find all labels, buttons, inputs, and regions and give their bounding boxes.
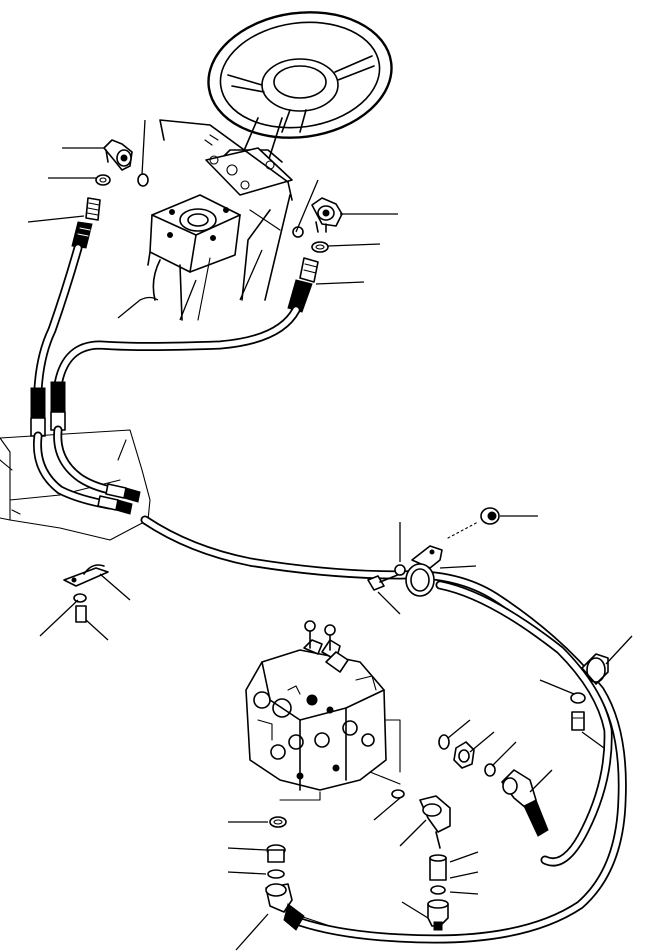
elbow-fitting-bottom (419, 795, 451, 849)
elbow-fitting-top-right (311, 197, 343, 233)
washer-lower-left (73, 593, 87, 603)
hose-to-control-valve (140, 515, 627, 944)
frame-section (0, 429, 151, 541)
hose-end-top-right (287, 257, 319, 313)
bolt-right (571, 711, 585, 731)
hose-right (53, 305, 301, 390)
elbow-fitting-top-left (103, 139, 133, 171)
o-ring-valve-right-2 (484, 763, 496, 777)
elbow-fitting-valve-right (501, 769, 549, 837)
cap-bottom-right (427, 899, 449, 931)
control-valve (245, 620, 387, 791)
hose-second-line (435, 580, 613, 867)
o-ring-top-right (311, 241, 329, 253)
valve-leaders (279, 719, 401, 801)
clamp-right (581, 653, 609, 685)
o-ring-top-left-2 (137, 173, 149, 187)
clamp-middle (405, 545, 443, 597)
hose-sleeves (30, 381, 66, 437)
adapter-valve-right (453, 741, 475, 769)
washer-right (570, 692, 586, 704)
callout-leaders (27, 119, 633, 951)
steering-column (159, 117, 293, 301)
adapter-bottom-left (266, 844, 286, 863)
o-ring-valve-right-1 (438, 734, 450, 750)
bolt-lower-left (75, 605, 87, 623)
clamp-lower-left (63, 564, 109, 587)
hose-couplings-middle (97, 483, 141, 515)
adapter-bottom-right (429, 854, 447, 881)
hose-end-top-left (71, 197, 101, 249)
steering-valve (147, 194, 241, 321)
bolt-middle (367, 564, 406, 591)
o-ring-bottom-left-1 (269, 816, 287, 828)
elbow-hose-end-bottom-left (265, 883, 331, 931)
o-ring-bottom-left-2 (267, 869, 285, 879)
hose-left (33, 243, 83, 395)
o-ring-bottom-right (430, 885, 446, 895)
cap (447, 507, 500, 539)
steering-wheel (207, 11, 393, 139)
o-ring-small-top-left (95, 174, 111, 186)
o-ring-valve-bottom (391, 789, 405, 799)
